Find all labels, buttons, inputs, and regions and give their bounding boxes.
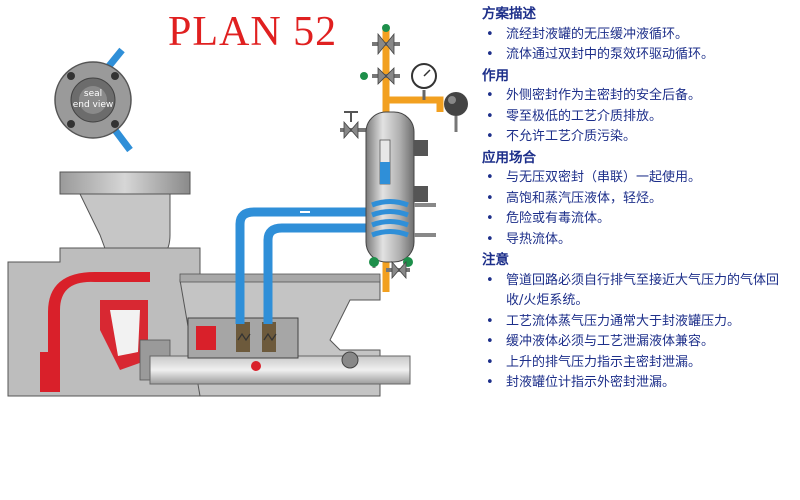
- list-item: 危险或有毒流体。: [482, 209, 794, 230]
- cooling-coil: [371, 199, 409, 238]
- level-switch-low: [414, 186, 428, 202]
- vent-valve-middle: [360, 67, 400, 85]
- seal-view-label-1: seal: [84, 89, 102, 99]
- level-switch-high: [414, 140, 428, 156]
- section-list: 外侧密封作为主密封的安全后备。零至极低的工艺介质排放。不允许工艺介质污染。: [482, 86, 794, 148]
- list-item: 工艺流体蒸气压力通常大于封液罐压力。: [482, 312, 794, 333]
- section-heading: 应用场合: [482, 149, 536, 166]
- list-item: 封液罐位计指示外密封泄漏。: [482, 373, 794, 394]
- list-item: 高饱和蒸汽压液体，轻烃。: [482, 189, 794, 210]
- seal-end-view: seal end view: [54, 47, 133, 153]
- list-item: 导热流体。: [482, 230, 794, 251]
- list-item: 上升的排气压力指示主密封泄漏。: [482, 353, 794, 374]
- plan-title: PLAN 52: [168, 9, 338, 55]
- description-panel: 方案描述流经封液罐的无压缓冲液循环。流体通过双封中的泵效环驱动循环。作用外侧密封…: [482, 4, 794, 394]
- list-item: 外侧密封作为主密封的安全后备。: [482, 86, 794, 107]
- section-list: 流经封液罐的无压缓冲液循环。流体通过双封中的泵效环驱动循环。: [482, 25, 794, 66]
- section-list: 管道回路必须自行排气至接近大气压力的气体回收/火炬系统。工艺流体蒸气压力通常大于…: [482, 271, 794, 394]
- list-item: 管道回路必须自行排气至接近大气压力的气体回收/火炬系统。: [482, 271, 794, 312]
- buffer-fluid-loop: [235, 207, 384, 324]
- double-seal-cartridge: [187, 317, 299, 371]
- bearing: [341, 351, 359, 369]
- pump-shaft: [149, 355, 411, 385]
- pressure-gauge: [411, 63, 437, 100]
- list-item: 不允许工艺介质污染。: [482, 127, 794, 148]
- list-item: 流体通过双封中的泵效环驱动循环。: [482, 45, 794, 66]
- list-item: 与无压双密封（串联）一起使用。: [482, 168, 794, 189]
- list-item: 流经封液罐的无压缓冲液循环。: [482, 25, 794, 46]
- fill-valve: [340, 111, 366, 140]
- section-list: 与无压双密封（串联）一起使用。高饱和蒸汽压液体，轻烃。危险或有毒流体。导热流体。: [482, 168, 794, 250]
- pressure-switch: [444, 92, 468, 132]
- section-heading: 作用: [482, 67, 509, 84]
- section-heading: 注意: [482, 252, 509, 268]
- seal-view-label-2: end view: [73, 100, 114, 110]
- list-item: 缓冲液体必须与工艺泄漏液体兼容。: [482, 332, 794, 353]
- section-heading: 方案描述: [482, 6, 536, 22]
- drain-valve: [369, 257, 413, 280]
- vent-valve-top: [372, 24, 400, 56]
- plan-52-diagram: seal end view: [7, 24, 468, 397]
- list-item: 零至极低的工艺介质排放。: [482, 107, 794, 128]
- seal-pot-reservoir: [365, 111, 428, 263]
